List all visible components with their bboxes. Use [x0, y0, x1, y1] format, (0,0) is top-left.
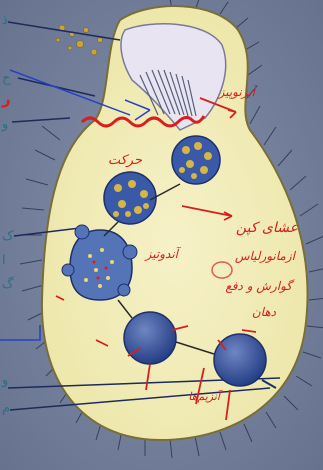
vacuole-exiting — [214, 334, 266, 386]
hand-note-2: حرکت — [108, 153, 143, 168]
hand-note-3: عشای کپن — [236, 220, 298, 236]
food-vacuole-2 — [104, 172, 156, 224]
hand-note-7: آندوتیز — [144, 246, 182, 261]
hand-note-5: گوارش و دفع — [225, 279, 295, 293]
hand-note-4: ازمانورلیاس — [235, 249, 297, 263]
hand-note-1: آبزنوپیز — [217, 84, 259, 99]
hand-note-6: دهان — [252, 305, 277, 319]
hand-note-8: آنزیم‌ها — [188, 389, 224, 403]
vacuole-digesting — [124, 312, 176, 364]
food-vacuole-1 — [172, 136, 220, 184]
